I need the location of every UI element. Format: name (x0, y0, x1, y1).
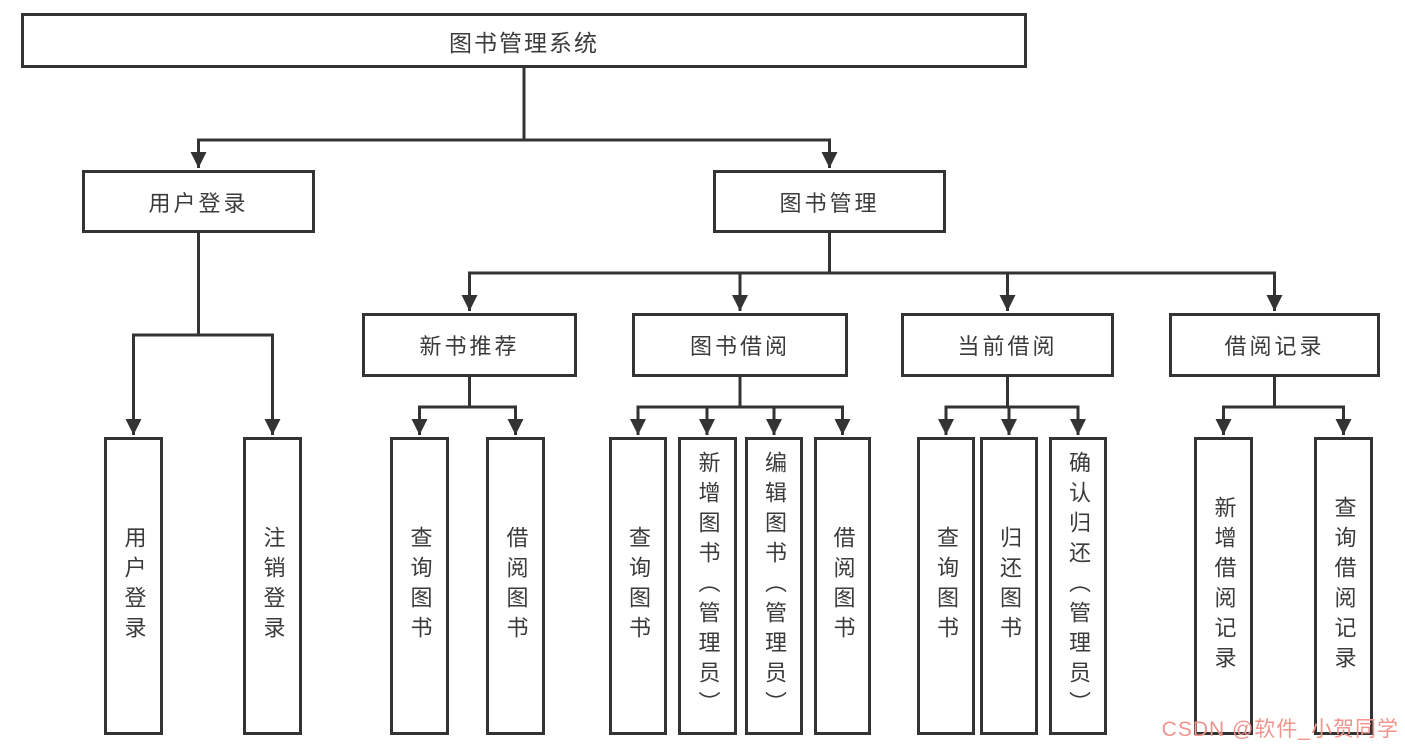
leaf-query-books-current: 查询图书 (917, 437, 975, 735)
node-user-login-branch: 用户登录 (82, 170, 315, 233)
node-label: 当前借阅 (957, 334, 1058, 359)
node-label: 查询借阅记录 (1331, 496, 1357, 676)
leaf-edit-books-admin: 编辑图书（管理员） (745, 437, 803, 735)
node-label: 用户登录 (148, 190, 249, 216)
node-label: 查询图书 (407, 526, 433, 646)
leaf-confirm-return-admin: 确认归还（管理员） (1049, 437, 1107, 735)
node-label: 借阅记录 (1224, 334, 1325, 359)
node-current-borrowing: 当前借阅 (901, 313, 1114, 377)
node-label: 图书管理 (779, 190, 880, 216)
node-label: 借阅图书 (503, 526, 529, 646)
node-book-management-branch: 图书管理 (713, 170, 946, 233)
leaf-query-books-recommend: 查询图书 (390, 437, 449, 735)
connector-arrows (125, 140, 1352, 435)
node-book-borrowing: 图书借阅 (632, 313, 848, 377)
node-label: 用户登录 (121, 526, 147, 646)
node-label: 确认归还（管理员） (1066, 451, 1091, 721)
leaf-return-books: 归还图书 (980, 437, 1038, 735)
leaf-logout: 注销登录 (243, 437, 302, 735)
node-label: 查询图书 (626, 526, 651, 646)
node-label: 新增图书（管理员） (695, 451, 721, 721)
leaf-query-books-borrowing: 查询图书 (609, 437, 667, 735)
node-borrowing-records: 借阅记录 (1169, 313, 1380, 377)
leaf-query-borrow-record: 查询借阅记录 (1314, 437, 1373, 735)
leaf-borrow-books: 借阅图书 (814, 437, 871, 735)
node-label: 查询图书 (934, 526, 959, 646)
leaf-borrow-books-recommend: 借阅图书 (486, 437, 545, 735)
leaf-add-books-admin: 新增图书（管理员） (678, 437, 737, 735)
node-new-book-recommendation: 新书推荐 (362, 313, 577, 377)
node-label: 编辑图书（管理员） (762, 451, 787, 721)
node-book-management-system: 图书管理系统 (21, 13, 1027, 68)
node-label: 新书推荐 (419, 334, 520, 359)
node-label: 图书管理系统 (449, 29, 599, 56)
node-label: 注销登录 (260, 526, 286, 646)
leaf-user-login: 用户登录 (104, 437, 163, 735)
node-label: 归还图书 (997, 526, 1022, 646)
node-label: 借阅图书 (830, 526, 856, 646)
node-label: 图书借阅 (689, 334, 790, 359)
leaf-add-borrow-record: 新增借阅记录 (1194, 437, 1253, 735)
node-label: 新增借阅记录 (1211, 496, 1237, 676)
connector-skeleton (132, 66, 1345, 409)
